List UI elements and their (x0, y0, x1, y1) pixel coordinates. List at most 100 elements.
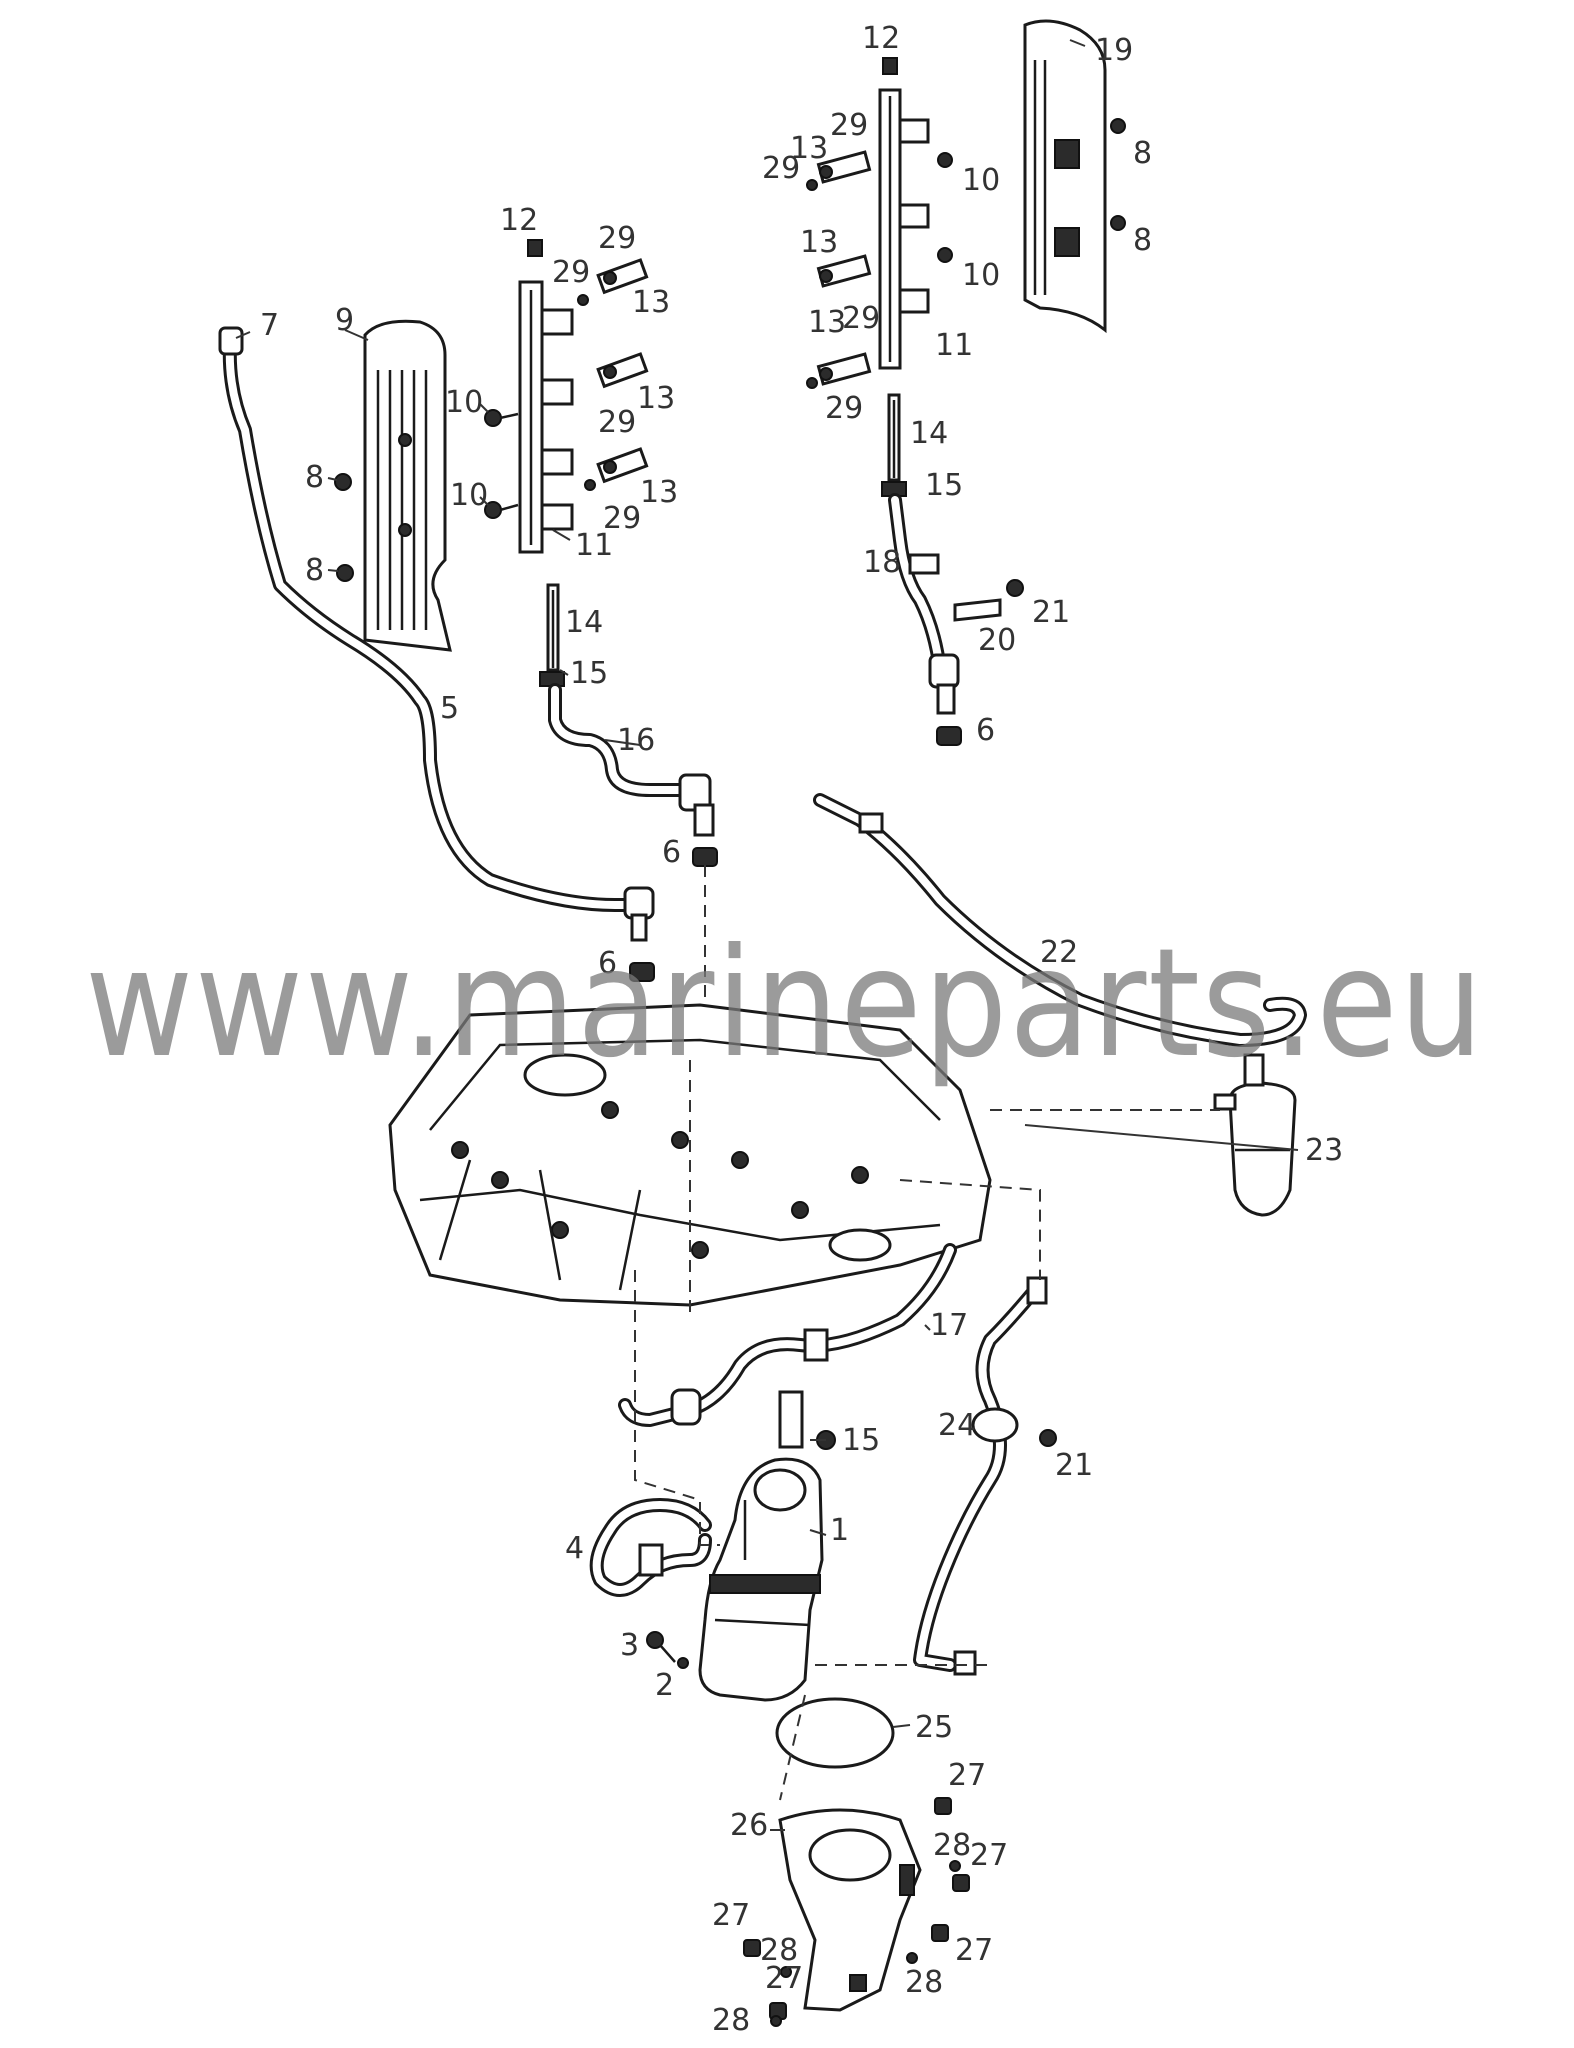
part-11-fuel-rail-right (878, 88, 930, 370)
callout-16: 16 (617, 723, 655, 758)
part-29-o-ring (806, 179, 818, 191)
part-28-bolt (949, 1860, 961, 1872)
callout-10b: 10 (450, 478, 488, 513)
callout-1: 1 (830, 1513, 849, 1548)
callout-11b: 11 (935, 328, 973, 363)
callout-19: 19 (1095, 33, 1133, 68)
callout-4: 4 (565, 1531, 584, 1566)
part-11-fuel-rail-left (518, 280, 574, 554)
part-7-hose-connector (218, 326, 244, 356)
part-27-nut (743, 1939, 761, 1957)
callout-11a: 11 (575, 528, 613, 563)
part-27-nut (931, 1924, 949, 1942)
callout-10a: 10 (445, 385, 483, 420)
part-13-injector (816, 254, 872, 288)
part-23-fuel-filter (1213, 1053, 1297, 1217)
part-8-bolt (1110, 118, 1126, 134)
part-24-fuel-hose (913, 1276, 1048, 1676)
leader-lines (235, 39, 1299, 1831)
callout-6b: 6 (598, 946, 617, 981)
part-10-bolt (937, 247, 953, 263)
part-13-injector (596, 352, 649, 389)
callout-23: 23 (1305, 1133, 1343, 1168)
callout-28d: 28 (712, 2003, 750, 2038)
callout-26: 26 (730, 1808, 768, 1843)
watermark-text: www.marineparts.eu (85, 917, 1485, 1091)
callout-29d: 29 (603, 501, 641, 536)
assembly-guide-lines (634, 865, 1220, 1801)
part-25-seal-ring (775, 1697, 895, 1769)
part-10-bolt (937, 152, 953, 168)
left-fuel-rail-assembly (334, 239, 718, 867)
callout-5: 5 (440, 691, 459, 726)
part-29-o-ring (577, 294, 589, 306)
callout-8c: 8 (1133, 136, 1152, 171)
part-13-injector (816, 352, 872, 386)
callout-21b: 21 (1055, 1448, 1093, 1483)
callout-21a: 21 (1032, 595, 1070, 630)
callout-22: 22 (1040, 935, 1078, 970)
callout-27d: 27 (712, 1898, 750, 1933)
part-28-bolt (780, 1966, 792, 1978)
part-10-bolt (484, 501, 519, 519)
callout-29b: 29 (552, 255, 590, 290)
part-8-bolt (334, 473, 352, 491)
callout-15a: 15 (570, 656, 608, 691)
callout-25: 25 (915, 1710, 953, 1745)
part-17-fuel-hose (618, 1243, 957, 1427)
callout-27a: 27 (948, 1758, 986, 1793)
part-29-o-ring (806, 377, 818, 389)
callout-28c: 28 (905, 1965, 943, 2000)
callout-27e: 27 (765, 1961, 803, 1996)
part-13-injector (596, 258, 649, 295)
callout-13f: 13 (808, 305, 846, 340)
callout-10d: 10 (962, 258, 1000, 293)
callout-15c: 15 (842, 1423, 880, 1458)
part-12-cap (882, 57, 898, 75)
callout-15b: 15 (925, 468, 963, 503)
part-2-washer (677, 1657, 689, 1669)
part-4-fuel-hose (589, 1498, 712, 1597)
callout-14a: 14 (565, 605, 603, 640)
callout-28b: 28 (760, 1933, 798, 1968)
part-27-nut (952, 1874, 970, 1892)
part-28-bolt (906, 1952, 918, 1964)
part-16-fuel-hose (548, 683, 715, 837)
callout-27c: 27 (955, 1933, 993, 1968)
callout-13c: 13 (640, 475, 678, 510)
part-10-bolt (484, 409, 519, 427)
part-20-clip (953, 598, 1002, 622)
part-26-bracket (778, 1808, 922, 2012)
part-21-clamp (1039, 1429, 1057, 1447)
callout-6a: 6 (662, 835, 681, 870)
callout-8d: 8 (1133, 223, 1152, 258)
engine-mount-plate (388, 1003, 992, 1307)
part-8-bolt (1110, 215, 1126, 231)
callout-6c: 6 (976, 713, 995, 748)
callout-13e: 13 (800, 225, 838, 260)
callout-12a: 12 (500, 203, 538, 238)
callout-28a: 28 (933, 1828, 971, 1863)
callout-13d: 13 (790, 131, 828, 166)
callout-14b: 14 (910, 416, 948, 451)
callout-29g: 29 (842, 301, 880, 336)
callout-labels: 1 2 3 4 5 6 6 6 7 8 8 8 8 9 10 10 10 10 … (260, 21, 1343, 2038)
part-22-fuel-hose (813, 793, 1307, 1047)
callout-7: 7 (260, 308, 279, 343)
part-6-grommet (692, 847, 718, 867)
callout-29e: 29 (830, 108, 868, 143)
part-8-bolt (336, 564, 354, 582)
part-13-injector (816, 150, 872, 184)
callout-8a: 8 (305, 460, 324, 495)
callout-29a: 29 (598, 221, 636, 256)
part-6-grommet (629, 962, 655, 982)
callout-29c: 29 (598, 405, 636, 440)
part-14-pressure-rod (887, 393, 901, 482)
callout-24: 24 (938, 1408, 976, 1443)
part-19-rail-cover-right (1023, 19, 1107, 334)
callout-29h: 29 (825, 391, 863, 426)
part-1-fuel-pump-module (698, 1390, 824, 1702)
callout-3: 3 (620, 1628, 639, 1663)
part-9-rail-cover-left (363, 319, 452, 652)
